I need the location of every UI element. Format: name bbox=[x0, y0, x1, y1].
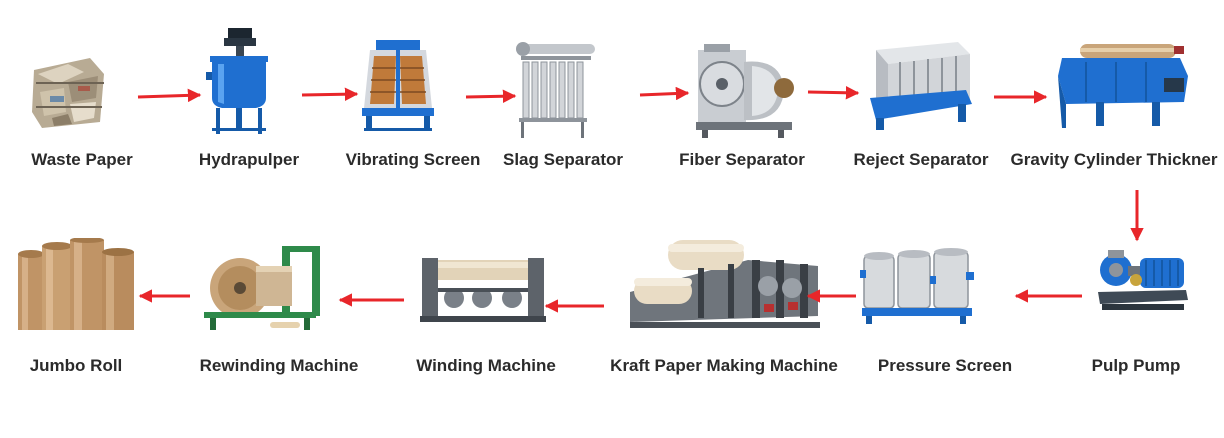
arrow-2-right bbox=[301, 87, 359, 101]
step-label-pressure-screen: Pressure Screen bbox=[877, 356, 1013, 375]
slag-separator-icon bbox=[513, 40, 599, 140]
step-label-rewinding-machine: Rewinding Machine bbox=[199, 356, 359, 375]
fiber-separator-icon bbox=[692, 40, 798, 140]
arrow-3-right bbox=[465, 89, 517, 103]
pressure-screen-icon bbox=[860, 246, 976, 326]
winding-machine-icon bbox=[420, 254, 548, 326]
step-label-slag-separator: Slag Separator bbox=[503, 150, 623, 169]
step-label-hydrapulper: Hydrapulper bbox=[198, 150, 300, 169]
step-label-reject-separator: Reject Separator bbox=[853, 150, 989, 169]
gravity-cylinder-thickener-icon bbox=[1056, 42, 1190, 132]
step-label-kraft-paper-machine: Kraft Paper Making Machine bbox=[610, 356, 838, 375]
arrow-4-right bbox=[639, 86, 690, 101]
step-label-waste-paper: Waste Paper bbox=[31, 150, 133, 169]
hydrapulper-icon bbox=[206, 28, 272, 136]
arrow-1-right bbox=[137, 88, 202, 103]
arrow-5-right bbox=[807, 86, 860, 100]
step-label-pulp-pump: Pulp Pump bbox=[1091, 356, 1181, 375]
step-label-winding-machine: Winding Machine bbox=[416, 356, 556, 375]
step-label-gravity-cylinder-thickner: Gravity Cylinder Thickner bbox=[1010, 150, 1218, 169]
waste-paper-bale-icon bbox=[28, 52, 108, 132]
pulp-pump-icon bbox=[1094, 248, 1190, 314]
step-label-vibrating-screen: Vibrating Screen bbox=[345, 150, 481, 169]
reject-separator-icon bbox=[866, 40, 976, 132]
rewinding-machine-icon bbox=[200, 242, 330, 332]
step-label-fiber-separator: Fiber Separator bbox=[679, 150, 805, 169]
vibrating-screen-icon bbox=[360, 38, 436, 132]
jumbo-roll-icon bbox=[18, 238, 138, 332]
kraft-paper-machine-icon bbox=[628, 238, 824, 330]
step-label-jumbo-roll: Jumbo Roll bbox=[29, 356, 123, 375]
